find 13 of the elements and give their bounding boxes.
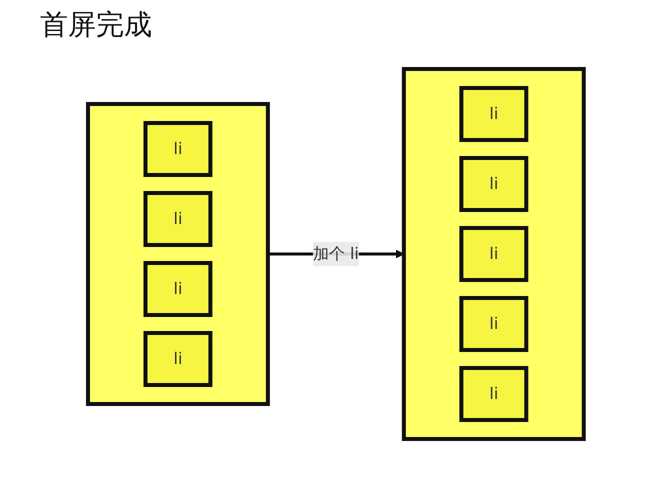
node-box: li [144, 191, 212, 247]
node-box: li [459, 226, 528, 282]
edge-label: 加个 li [313, 244, 359, 263]
node-box: li [144, 121, 212, 177]
node-box: li [459, 156, 528, 212]
cluster [86, 102, 270, 406]
node-box: li [459, 86, 528, 142]
node-box: li [144, 331, 212, 387]
node-box: li [459, 296, 528, 352]
cluster [402, 67, 586, 441]
node-box: li [144, 261, 212, 317]
node-box: li [459, 366, 528, 422]
title: 首屏完成 [40, 7, 153, 43]
